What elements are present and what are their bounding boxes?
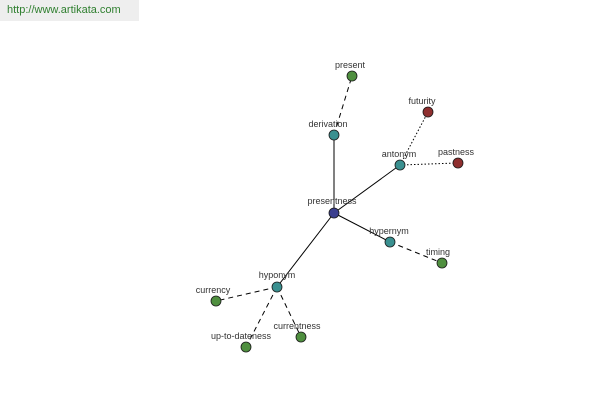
node-label-timing[interactable]: timing: [426, 247, 450, 257]
url-link[interactable]: http://www.artikata.com: [7, 4, 121, 16]
node-label-present[interactable]: present: [335, 60, 366, 70]
edge-presentness-hypernym: [333, 212, 391, 243]
node-label-currentness[interactable]: currentness: [273, 321, 321, 331]
node-label-derivation[interactable]: derivation: [308, 119, 347, 129]
edge-hyponym-up-to-dateness: [245, 286, 278, 348]
node-label-hyponym[interactable]: hyponym: [259, 270, 296, 280]
node-label-up-to-dateness[interactable]: up-to-dateness: [211, 331, 272, 341]
node-futurity[interactable]: [422, 106, 434, 118]
node-presentness[interactable]: [328, 207, 340, 219]
node-currency[interactable]: [210, 295, 222, 307]
edge-hyponym-currentness: [276, 286, 302, 338]
edge-hyponym-currency: [215, 286, 278, 302]
node-label-hypernym[interactable]: hypernym: [369, 226, 409, 236]
edge-antonym-pastness: [399, 162, 459, 166]
node-derivation[interactable]: [328, 129, 340, 141]
node-present[interactable]: [346, 70, 358, 82]
edge-derivation-present: [333, 75, 353, 136]
node-pastness[interactable]: [452, 157, 464, 169]
edge-antonym-futurity: [399, 111, 429, 166]
node-label-presentness[interactable]: presentness: [307, 196, 357, 206]
edge-layer: [215, 75, 459, 348]
node-layer: [210, 70, 464, 353]
url-banner: http://www.artikata.com: [0, 0, 139, 21]
node-label-pastness[interactable]: pastness: [438, 147, 475, 157]
node-hypernym[interactable]: [384, 236, 396, 248]
edge-presentness-hyponym: [276, 212, 335, 288]
node-hyponym[interactable]: [271, 281, 283, 293]
node-up-to-dateness[interactable]: [240, 341, 252, 353]
node-timing[interactable]: [436, 257, 448, 269]
node-label-currency[interactable]: currency: [196, 285, 231, 295]
node-label-antonym[interactable]: antonym: [382, 149, 417, 159]
node-antonym[interactable]: [394, 159, 406, 171]
node-currentness[interactable]: [295, 331, 307, 343]
edge-presentness-antonym: [333, 164, 401, 214]
node-label-futurity[interactable]: futurity: [408, 96, 436, 106]
label-layer: presentness derivation antonym hypernym hypo…: [196, 60, 475, 341]
edge-hypernym-timing: [389, 241, 443, 264]
